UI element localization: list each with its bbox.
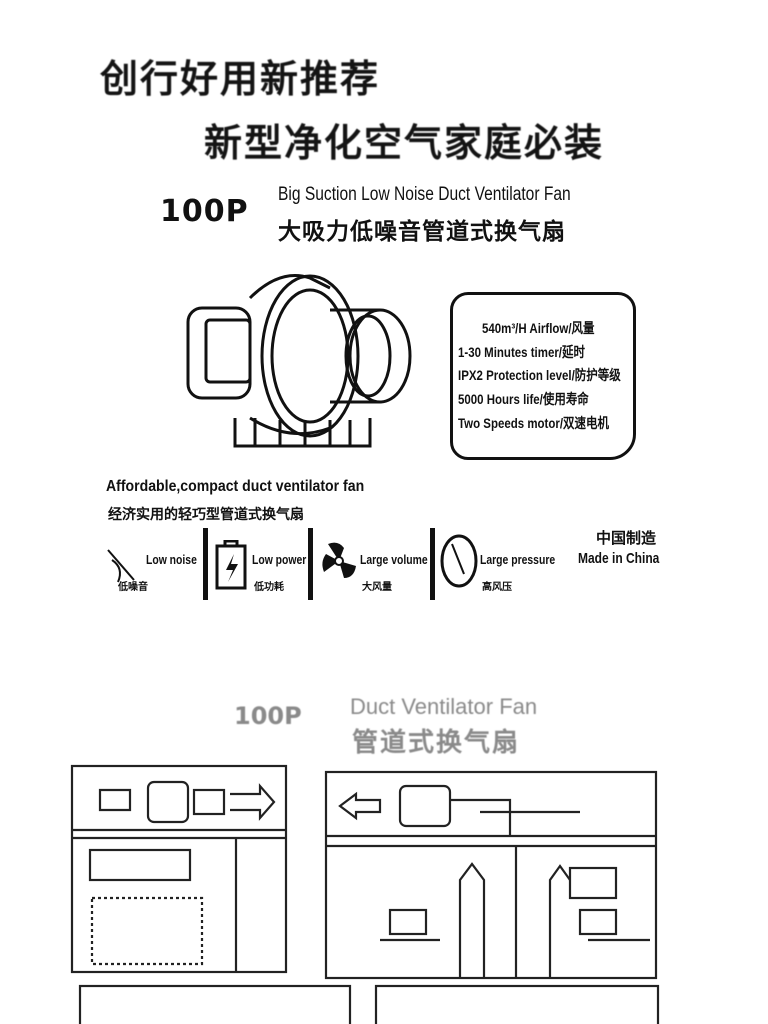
spec-protection: IPX2 Protection level/防护等级 <box>458 367 621 383</box>
feature-large-volume-en: Large volume <box>360 552 428 567</box>
spec-motor: Two Speeds motor/双速电机 <box>458 415 609 431</box>
feature-large-pressure-en: Large pressure <box>480 552 556 567</box>
section2-model: 100P <box>234 702 302 730</box>
feature-large-pressure-cn: 高风压 <box>482 582 512 593</box>
battery-icon <box>215 540 247 590</box>
fan-volume-icon <box>322 542 356 578</box>
feature-low-noise-cn: 低噪音 <box>118 582 148 593</box>
divider <box>308 528 313 600</box>
headline-line-1: 创行好用新推荐 <box>100 57 381 101</box>
tagline-en: Affordable,compact duct ventilator fan <box>106 478 365 495</box>
feature-low-power-cn: 低功耗 <box>254 582 284 593</box>
feature-low-power-en: Low power <box>252 552 307 567</box>
origin-en: Made in China <box>578 550 660 567</box>
spec-bubble <box>450 292 636 460</box>
spec-life: 5000 Hours life/使用寿命 <box>458 391 589 407</box>
origin-cn: 中国制造 <box>596 529 657 547</box>
section2-title-cn: 管道式换气扇 <box>352 728 521 758</box>
feature-large-volume-cn: 大风量 <box>362 582 392 593</box>
headline-line-2: 新型净化空气家庭必装 <box>204 121 605 165</box>
product-title-en: Big Suction Low Noise Duct Ventilator Fa… <box>278 184 571 205</box>
low-noise-icon <box>107 549 135 583</box>
model-number: 100P <box>160 194 249 229</box>
spec-airflow: 540m³/H Airflow/风量 <box>482 320 595 336</box>
duct-fan-illustration <box>186 274 412 448</box>
feature-low-noise-en: Low noise <box>146 552 197 567</box>
section2-title-en: Duct Ventilator Fan <box>350 694 538 719</box>
tagline-cn: 经济实用的轻巧型管道式换气扇 <box>108 507 304 523</box>
divider <box>203 528 208 600</box>
spec-timer: 1-30 Minutes timer/延时 <box>458 344 585 360</box>
installation-diagram <box>70 764 660 1024</box>
pressure-gauge-icon <box>440 534 478 588</box>
product-title-cn: 大吸力低噪音管道式换气扇 <box>278 219 566 245</box>
divider <box>430 528 435 600</box>
